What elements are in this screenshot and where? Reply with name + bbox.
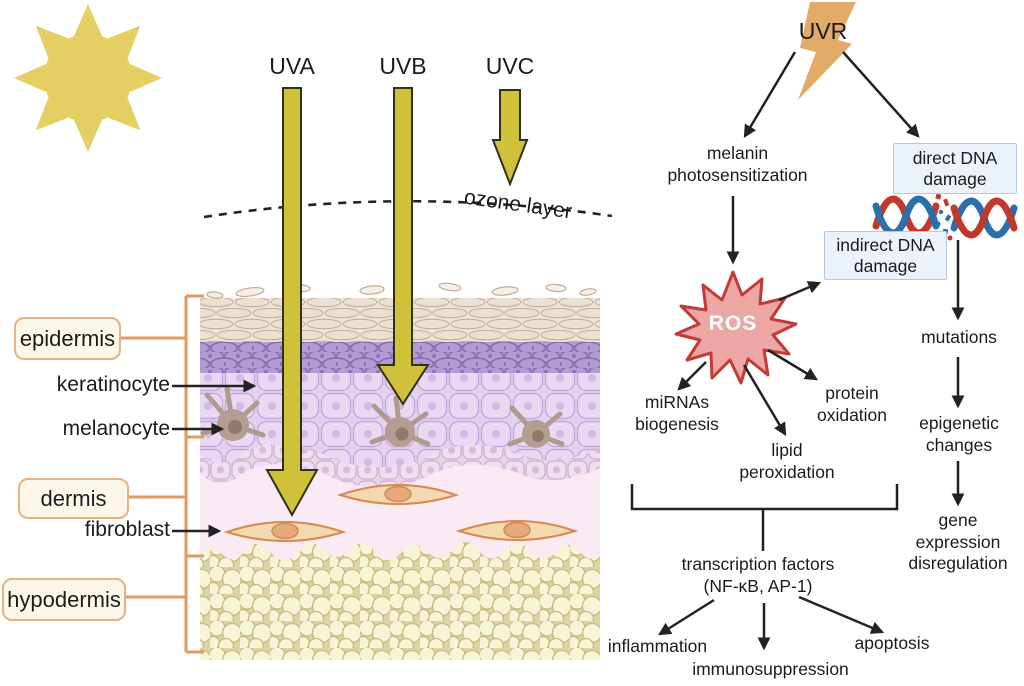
bracket-junction (630, 484, 899, 551)
lightning-bolt-icon (798, 2, 856, 100)
node-apoptosis: apoptosis (854, 633, 930, 653)
fibroblast-label: fibroblast (84, 518, 170, 541)
flow-arrows (658, 51, 965, 651)
node-lipid-peroxidation: lipid peroxidation (739, 440, 835, 482)
uvc-arrow-icon (491, 89, 529, 187)
uvr-label: UVR (798, 18, 848, 44)
epidermis-label-box: epidermis (14, 317, 121, 360)
dermis-label: dermis (40, 485, 107, 511)
hypodermis-label-box: hypodermis (2, 578, 126, 621)
uvb-arrow-icon (376, 87, 430, 406)
node-protein-oxidation: protein oxidation (816, 383, 888, 425)
epidermis-label: epidermis (19, 325, 116, 351)
indirect-dna-damage-text: indirect DNA damage (836, 234, 935, 276)
node-epigenetic-changes: epigenetic changes (919, 413, 999, 455)
uva-arrow-icon (265, 87, 319, 518)
cell-label-arrows (172, 379, 257, 538)
melanocyte-cell (200, 386, 565, 448)
fibroblast-cell (223, 484, 579, 542)
node-gene-expression-disregulation: gene expression disregulation (908, 510, 1008, 574)
dermis-label-box: dermis (18, 478, 129, 519)
keratinocyte-label: keratinocyte (56, 373, 170, 396)
sun-icon (14, 4, 162, 152)
node-immunosuppression: immunosuppression (692, 659, 849, 679)
layer-bracket (115, 294, 204, 654)
dna-helix-icon (872, 193, 1018, 241)
node-transcription-factors: transcription factors (NF-κB, AP-1) (681, 554, 835, 596)
uv-arrows (265, 87, 529, 518)
node-mirnas-biogenesis: miRNAs biogenesis (635, 392, 719, 434)
node-direct-dna-damage: direct DNA damage (893, 143, 1017, 194)
node-mutations: mutations (921, 327, 997, 347)
uva-label: UVA (269, 53, 315, 79)
uvb-label: UVB (379, 53, 427, 79)
direct-dna-damage-text: direct DNA damage (912, 147, 998, 189)
node-melanin-photosensitization: melanin photosensitization (667, 143, 808, 185)
hypodermis-label: hypodermis (7, 586, 121, 612)
ros-label: ROS (708, 312, 758, 335)
uvc-label: UVC (485, 53, 535, 79)
node-indirect-dna-damage: indirect DNA damage (824, 231, 947, 280)
melanocyte-label: melanocyte (62, 417, 170, 440)
node-inflammation: inflammation (607, 636, 708, 656)
hypodermis-layer (200, 541, 600, 660)
